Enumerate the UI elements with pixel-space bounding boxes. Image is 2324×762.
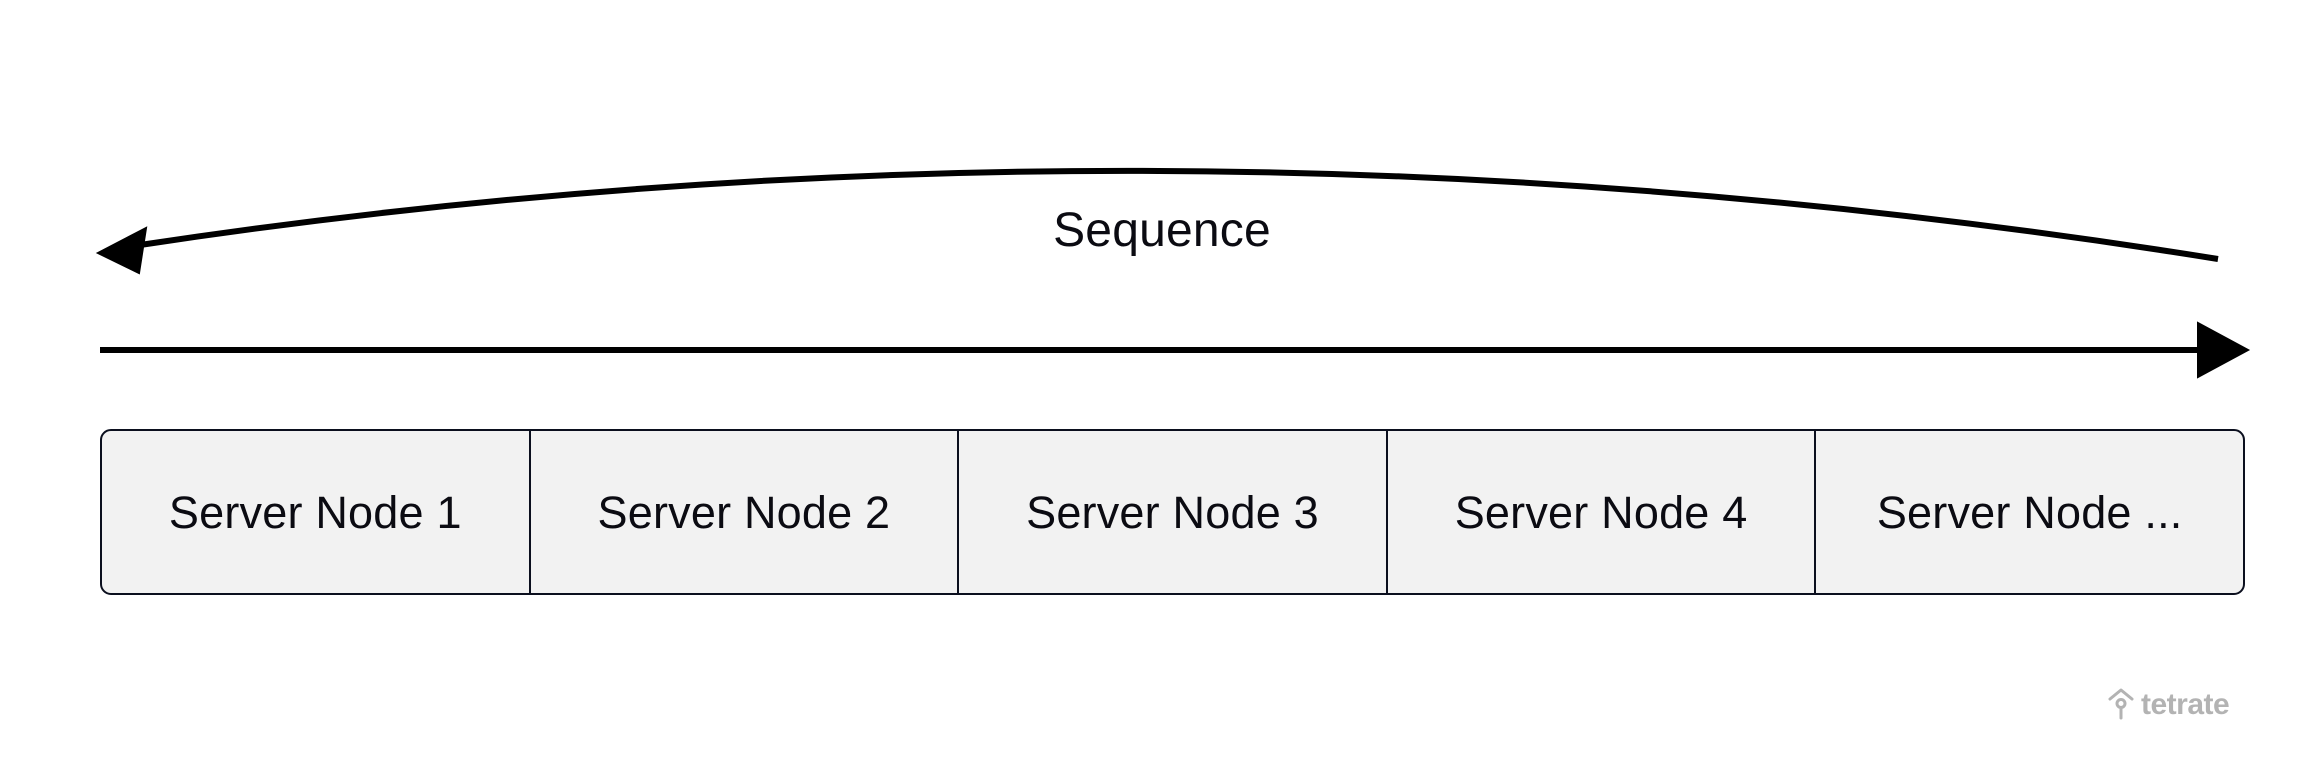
straight-arrow-head-icon: [2197, 321, 2251, 379]
server-node-label: Server Node 2: [597, 486, 891, 538]
server-node-label: Server Node 3: [1026, 486, 1319, 538]
tetrate-logo-icon: [2108, 688, 2134, 720]
server-node-cell[interactable]: Server Node 3: [959, 431, 1388, 593]
server-node-label: Server Node ...: [1876, 486, 2183, 538]
server-node-strip: Server Node 1 Server Node 2 Server Node …: [100, 429, 2245, 595]
watermark: tetrate: [2108, 688, 2230, 722]
server-node-cell[interactable]: Server Node 2: [531, 431, 960, 593]
server-node-cell[interactable]: Server Node 1: [102, 431, 531, 593]
server-node-cell[interactable]: Server Node ...: [1816, 431, 2243, 593]
server-node-label: Server Node 4: [1454, 486, 1748, 538]
server-node-label: Server Node 1: [168, 486, 462, 538]
sequence-caption: Sequence: [1053, 204, 1271, 257]
server-node-cell[interactable]: Server Node 4: [1388, 431, 1817, 593]
watermark-label: tetrate: [2141, 688, 2230, 721]
straight-arrow-right: [100, 321, 2251, 379]
